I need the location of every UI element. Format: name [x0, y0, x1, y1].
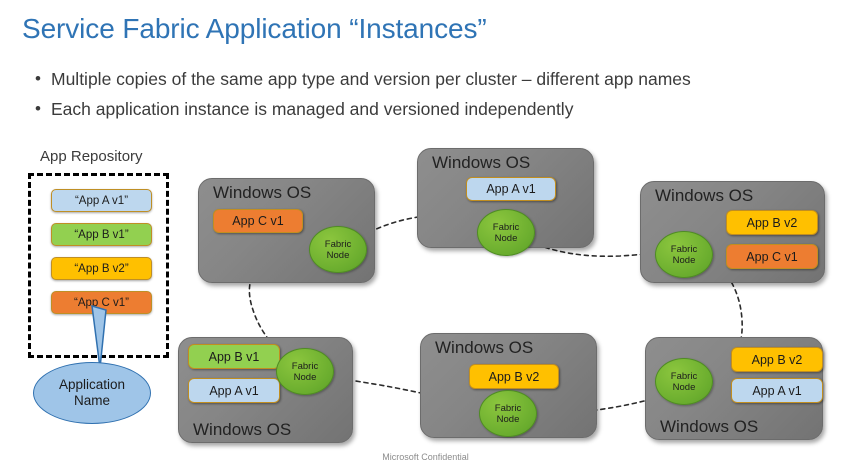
fabric-node-line-1: Fabric: [324, 238, 352, 250]
fabric-node-top-center[interactable]: Fabric Node: [477, 209, 535, 256]
app-chip-app-a-v1[interactable]: App A v1: [466, 177, 556, 201]
callout-line-1: Application: [58, 377, 126, 392]
os-label: Windows OS: [213, 183, 312, 202]
app-chip-label: App A v1: [209, 383, 259, 398]
app-chip-label: App B v2: [488, 369, 540, 384]
os-label: Windows OS: [435, 338, 534, 357]
os-label: Windows OS: [432, 153, 531, 172]
app-chip-app-a-v1[interactable]: App A v1: [188, 378, 280, 403]
app-chip-app-c-v1[interactable]: App C v1: [213, 209, 303, 233]
fabric-node-line-2: Node: [326, 249, 350, 261]
fabric-node-bottom-right[interactable]: Fabric Node: [655, 358, 713, 405]
callout-pointer-icon: [91, 304, 107, 369]
app-chip-label: App B v2: [751, 352, 803, 367]
fabric-node-line-2: Node: [672, 254, 696, 266]
footer-confidentiality-notice: Microsoft Confidential: [382, 452, 469, 462]
repo-chip-label: “App B v1”: [74, 228, 129, 241]
bullet-item-1: • Each application instance is managed a…: [33, 96, 833, 122]
fabric-node-line-2: Node: [293, 371, 317, 383]
repo-chip-app-a-v1[interactable]: “App A v1”: [51, 189, 152, 212]
bullet-text-0: Multiple copies of the same app type and…: [51, 69, 691, 89]
app-chip-app-b-v2[interactable]: App B v2: [469, 364, 559, 389]
fabric-node-line-1: Fabric: [494, 402, 522, 414]
app-chip-label: App B v1: [208, 349, 260, 364]
os-label: Windows OS: [660, 417, 759, 436]
fabric-node-top-left[interactable]: Fabric Node: [309, 226, 367, 273]
app-chip-app-b-v2[interactable]: App B v2: [726, 210, 818, 235]
fabric-node-bottom-left[interactable]: Fabric Node: [276, 348, 334, 395]
fabric-node-top-right[interactable]: Fabric Node: [655, 231, 713, 278]
app-repository-label: App Repository: [40, 148, 143, 165]
repo-chip-label: “App C v1”: [74, 296, 129, 309]
repo-chip-label: “App B v2”: [74, 262, 129, 275]
repo-chip-app-b-v1[interactable]: “App B v1”: [51, 223, 152, 246]
bullet-list: • Multiple copies of the same app type a…: [33, 66, 833, 126]
app-chip-app-a-v1[interactable]: App A v1: [731, 378, 823, 403]
fabric-node-line-1: Fabric: [492, 221, 520, 233]
repo-chip-app-b-v2[interactable]: “App B v2”: [51, 257, 152, 280]
os-label: Windows OS: [655, 186, 754, 205]
callout-line-2: Name: [73, 393, 110, 408]
bullet-marker-icon: •: [35, 69, 41, 88]
fabric-node-line-1: Fabric: [291, 360, 319, 372]
app-chip-label: App B v2: [746, 215, 798, 230]
app-chip-label: App A v1: [486, 182, 536, 196]
bullet-marker-icon: •: [35, 99, 41, 118]
fabric-node-line-2: Node: [494, 232, 518, 244]
page-title: Service Fabric Application “Instances”: [22, 13, 487, 44]
app-chip-label: App C v1: [232, 214, 284, 228]
fabric-node-line-1: Fabric: [670, 370, 698, 382]
fabric-node-line-2: Node: [672, 381, 696, 393]
app-chip-app-b-v2[interactable]: App B v2: [731, 347, 823, 372]
fabric-node-line-1: Fabric: [670, 243, 698, 255]
repo-chip-app-c-v1[interactable]: “App C v1”: [51, 291, 152, 314]
app-chip-label: App C v1: [746, 249, 798, 264]
application-name-callout: Application Name: [33, 362, 151, 424]
repo-chip-label: “App A v1”: [74, 194, 129, 207]
fabric-node-line-2: Node: [496, 413, 520, 425]
app-chip-app-c-v1[interactable]: App C v1: [726, 244, 818, 269]
app-repository-box: “App A v1” “App B v1” “App B v2” “App C …: [28, 173, 169, 358]
bullet-item-0: • Multiple copies of the same app type a…: [33, 66, 833, 92]
app-chip-label: App A v1: [752, 383, 802, 398]
bullet-text-1: Each application instance is managed and…: [51, 99, 574, 119]
fabric-node-bottom-center[interactable]: Fabric Node: [479, 390, 537, 437]
os-label: Windows OS: [193, 420, 292, 439]
app-chip-app-b-v1[interactable]: App B v1: [188, 344, 280, 369]
